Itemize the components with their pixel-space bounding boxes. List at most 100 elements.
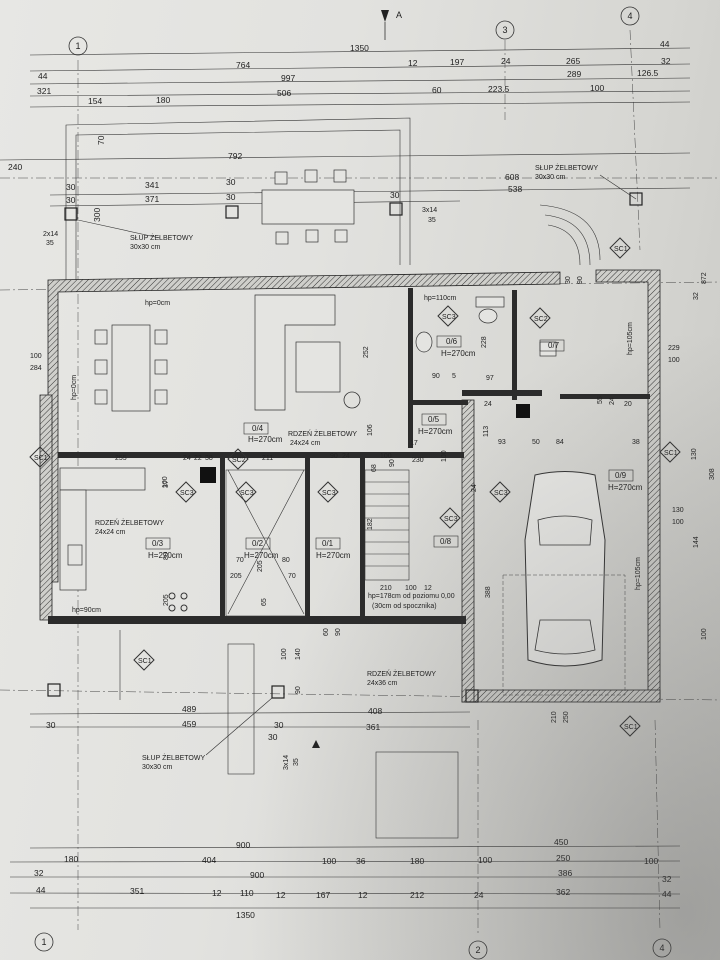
svg-text:0/1: 0/1 [322, 539, 334, 548]
dim-text: 37 [163, 480, 170, 488]
dim-text: 90 [330, 453, 338, 460]
dim-text: 70 [96, 135, 106, 145]
dim-text: 97 [486, 375, 494, 382]
dim-text: 93 [498, 439, 506, 446]
svg-text:361: 361 [366, 722, 380, 732]
axis-bubble-3-top: 3 [495, 20, 515, 40]
dim-text: 126.5 [637, 68, 659, 78]
dim-text: 388 [485, 586, 492, 598]
room-0-7: 0/7 [548, 341, 560, 350]
svg-text:3x14: 3x14 [283, 755, 290, 770]
dim-text: 1350 [350, 43, 369, 53]
furniture [59, 294, 557, 612]
building-walls [39, 269, 661, 703]
chimney [200, 467, 216, 483]
dim-text: 608 [505, 172, 519, 182]
dim-text: 154 [88, 96, 102, 106]
svg-text:12: 12 [276, 890, 286, 900]
svg-text:36: 36 [356, 856, 366, 866]
dim-text: 38 [632, 439, 640, 446]
svg-text:489: 489 [182, 704, 196, 714]
chimney [516, 404, 530, 418]
svg-text:H=270cm: H=270cm [608, 483, 643, 492]
room-0-4: 0/4H=270cm [248, 424, 283, 444]
dim-text: 223.5 [488, 84, 510, 94]
svg-text:44: 44 [36, 885, 46, 895]
svg-text:2x14: 2x14 [43, 231, 58, 238]
dim-text: 872 [701, 272, 708, 284]
svg-text:H=270cm: H=270cm [316, 551, 351, 560]
dim-text: 38 [205, 455, 213, 462]
dim-text: 210 [380, 585, 392, 592]
svg-text:SC3: SC3 [240, 490, 254, 497]
dim-text: 764 [236, 60, 250, 70]
dim-text: 113 [483, 426, 490, 437]
sc-tag: SC1 [659, 441, 681, 463]
mid-dimension-lines [29, 711, 471, 728]
svg-text:SŁUP ŻELBETOWY: SŁUP ŻELBETOWY [535, 163, 598, 172]
svg-text:hp=105cm: hp=105cm [627, 322, 634, 355]
dim-text: 24 [183, 455, 191, 462]
svg-text:180: 180 [410, 856, 424, 866]
dim-text: 44 [660, 39, 670, 49]
svg-text:351: 351 [130, 886, 144, 896]
svg-text:44: 44 [662, 889, 672, 899]
dim-text: 100 [405, 585, 417, 592]
dim-text: 228 [481, 336, 488, 348]
column-marker [465, 689, 479, 703]
dim-text: 230 [412, 457, 424, 464]
svg-text:SC3: SC3 [322, 490, 336, 497]
svg-text:30: 30 [274, 720, 284, 730]
dim-text: 90 [432, 373, 440, 380]
dim-text: 90 [335, 628, 342, 636]
svg-text:30: 30 [268, 732, 278, 742]
sc-tag: SC3 [235, 481, 257, 503]
svg-text:24x36 cm: 24x36 cm [367, 680, 398, 687]
room-0-8: 0/8 [440, 537, 452, 546]
mid-dimension-texts: 489 408 459 30 361 30 30 [46, 704, 382, 742]
svg-text:2: 2 [475, 945, 480, 955]
svg-text:H=270cm: H=270cm [244, 551, 279, 560]
dim-text: 210 [551, 711, 558, 723]
svg-text:362: 362 [556, 887, 570, 897]
core-labels: RDZEŃ ŻELBETOWY 24x24 cm RDZEŃ ŻELBETOWY… [95, 429, 436, 687]
dim-text: 140 [295, 648, 302, 660]
svg-text:RDZEŃ ŻELBETOWY: RDZEŃ ŻELBETOWY [288, 429, 357, 438]
room-0-3: 0/3H=270cm [148, 539, 183, 560]
dim-text: 100 [672, 519, 684, 526]
column-marker [225, 205, 239, 219]
svg-text:30: 30 [46, 720, 56, 730]
dim-text: 289 [567, 69, 581, 79]
dim-text: 205 [163, 594, 170, 606]
dim-text: 17 [410, 440, 418, 447]
svg-text:167: 167 [316, 890, 330, 900]
dim-text: 792 [228, 151, 242, 161]
svg-text:SC2: SC2 [232, 457, 246, 464]
svg-text:459: 459 [182, 719, 196, 729]
column-marker [389, 202, 403, 216]
dim-text: 100 [162, 476, 169, 488]
svg-text:SŁUP ŻELBETOWY: SŁUP ŻELBETOWY [130, 233, 193, 242]
svg-text:A: A [396, 10, 402, 20]
svg-text:35: 35 [293, 758, 300, 766]
dim-text: 100 [441, 450, 448, 462]
sc-tag: SC1 [609, 237, 631, 259]
dim-text: 308 [709, 468, 716, 480]
dim-text: 5 [452, 373, 456, 380]
svg-text:SC1: SC1 [614, 246, 628, 253]
svg-text:32: 32 [662, 874, 672, 884]
svg-text:110: 110 [240, 888, 254, 898]
axis-bubble-4-top: 4 [620, 6, 640, 26]
room-0-1: 0/1H=270cm [316, 539, 351, 560]
dim-text: 90 [389, 459, 396, 467]
dim-text: 24 [609, 397, 616, 405]
dim-text: 90 [295, 686, 302, 694]
dim-text: 80 [282, 557, 290, 564]
bottom-dimension-texts: 900 450 180 404 100 36 180 100 250 100 3… [34, 837, 672, 920]
bottom-dimension-lines [9, 845, 681, 909]
axis-bubble-2-bottom: 2 [468, 940, 488, 960]
svg-text:SC1: SC1 [624, 724, 638, 731]
svg-text:SC3: SC3 [494, 490, 508, 497]
sc-tag: SC1 [133, 649, 155, 671]
dim-text: 100 [30, 353, 42, 360]
